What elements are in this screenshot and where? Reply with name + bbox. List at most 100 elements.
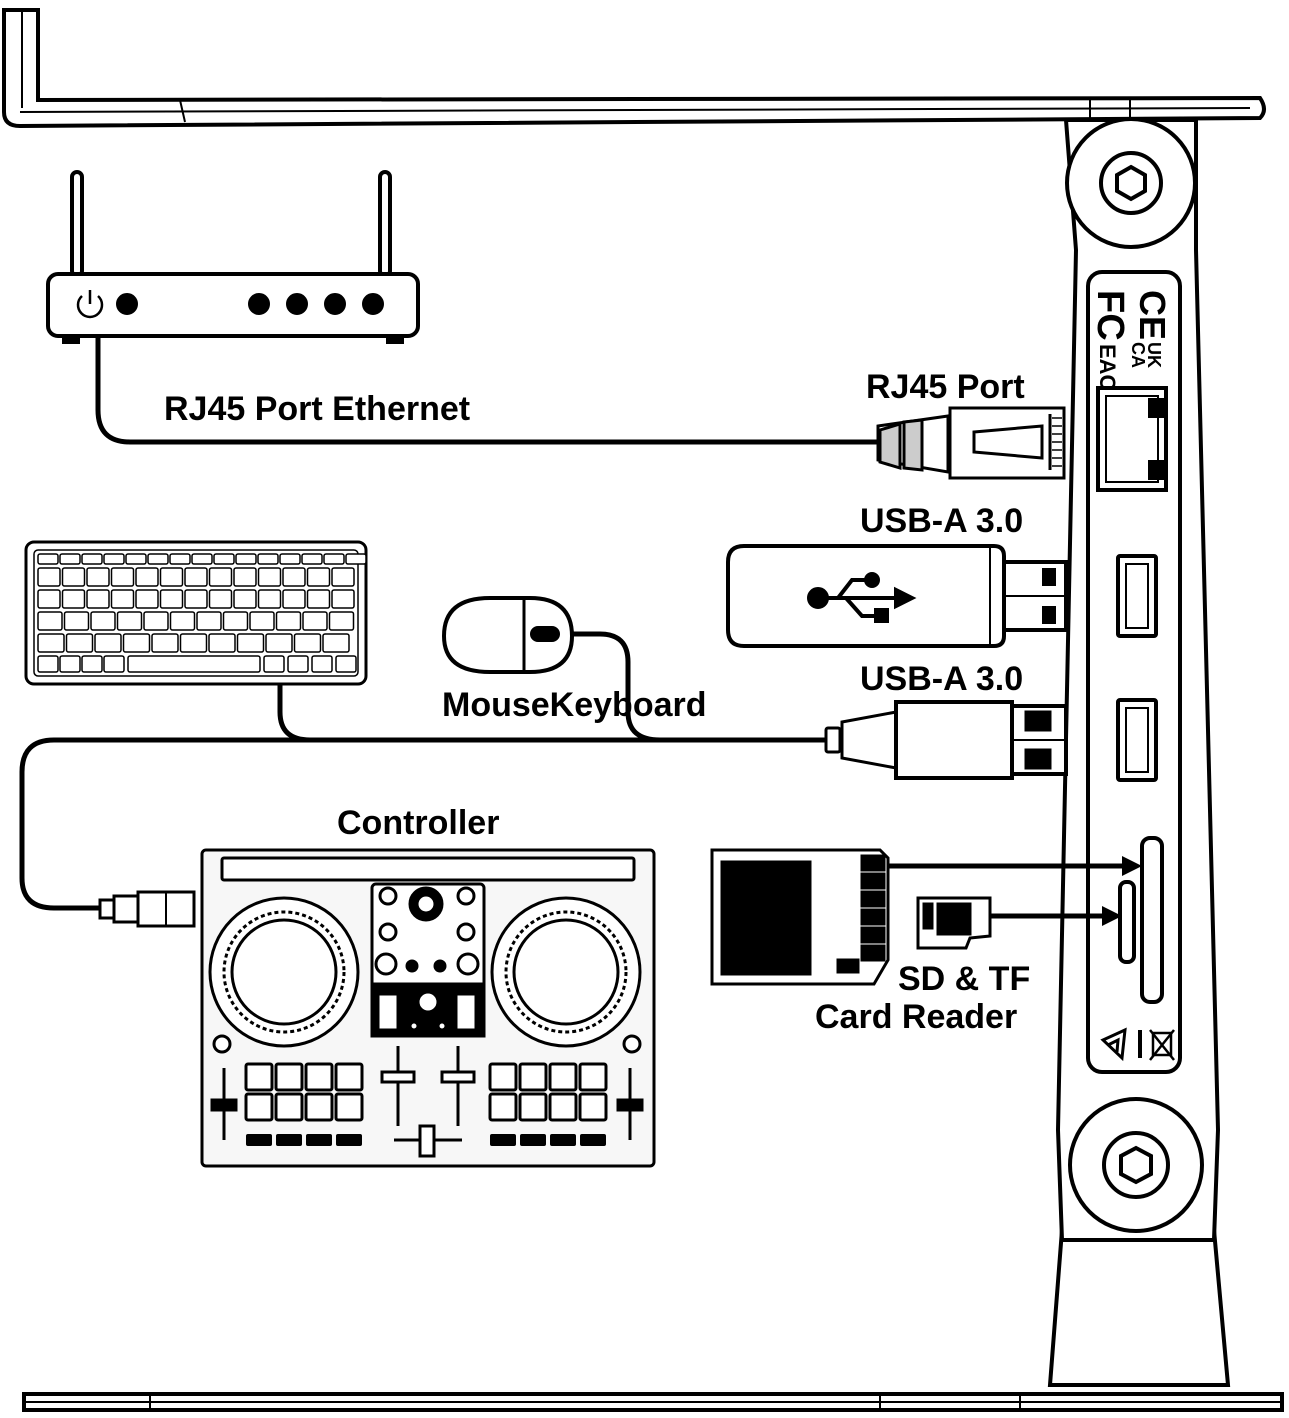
fcc-mark: FC <box>1089 290 1131 341</box>
performance-pad <box>274 1092 304 1122</box>
keyboard-key <box>196 611 222 631</box>
hub-card-slots <box>1118 836 1164 1004</box>
transport-button <box>276 1134 302 1146</box>
keyboard-key <box>37 611 63 631</box>
keyboard-key <box>323 553 345 565</box>
keyboard-key <box>235 553 257 565</box>
performance-pad <box>304 1092 334 1122</box>
top-shelf <box>2 8 1266 129</box>
performance-pad <box>578 1092 608 1122</box>
ukca-mark-uk: UK <box>1144 342 1164 368</box>
keyboard-key <box>208 633 236 653</box>
keyboard-key <box>37 553 59 565</box>
keyboard-key <box>86 567 110 587</box>
ukca-mark-ca: CA <box>1128 342 1148 368</box>
keyboard-key <box>184 589 208 609</box>
keyboard-key <box>151 633 179 653</box>
keyboard-key <box>213 553 235 565</box>
transport-button <box>550 1134 576 1146</box>
performance-pad <box>488 1092 518 1122</box>
performance-pad <box>578 1062 608 1092</box>
weee-bin-icon <box>1149 1029 1175 1061</box>
keyboard-key <box>335 655 357 673</box>
keyboard-key <box>249 611 275 631</box>
rj45-port-label: RJ45 Port <box>866 368 1025 406</box>
keyboard-key <box>59 655 81 673</box>
keyboard-key <box>110 589 135 609</box>
card-reader-label-line1: SD & TF <box>898 960 1031 998</box>
keyboard-key <box>81 655 103 673</box>
dj-controller <box>200 848 656 1168</box>
transport-button <box>580 1134 606 1146</box>
keyboard <box>24 540 368 686</box>
usb-a-label-1: USB-A 3.0 <box>860 502 1024 540</box>
performance-pad <box>274 1062 304 1092</box>
keyboard-key <box>184 567 208 587</box>
keyboard-key <box>331 589 355 609</box>
keyboard-key <box>37 567 61 587</box>
keyboard-key <box>263 655 285 673</box>
keyboard-key <box>282 589 306 609</box>
eac-mark: EAC <box>1095 344 1120 391</box>
mouse-keyboard-label: MouseKeyboard <box>442 686 707 724</box>
keyboard-key <box>302 611 328 631</box>
keyboard-key <box>116 611 143 631</box>
router <box>46 170 420 344</box>
keyboard-key <box>81 553 103 565</box>
keyboard-key <box>257 589 282 609</box>
keyboard-key <box>37 589 61 609</box>
controller-label: Controller <box>337 804 500 842</box>
keyboard-key <box>236 633 265 653</box>
keyboard-key <box>265 633 293 653</box>
performance-pad <box>518 1092 548 1122</box>
performance-pad <box>488 1062 518 1092</box>
transport-button <box>306 1134 332 1146</box>
keyboard-key <box>179 633 208 653</box>
performance-pad <box>304 1062 334 1092</box>
keyboard-key <box>279 553 301 565</box>
keyboard-key <box>61 567 86 587</box>
hub-usb-ports <box>1116 554 1158 782</box>
keyboard-key <box>222 611 249 631</box>
tf-card <box>916 896 992 950</box>
performance-pad <box>548 1062 578 1092</box>
bottom-base <box>22 1392 1284 1412</box>
keyboard-key <box>110 567 135 587</box>
card-arrows <box>888 856 1142 926</box>
keyboard-key <box>37 655 59 673</box>
keyboard-key <box>257 567 282 587</box>
hex-screw-icon <box>1119 1145 1153 1185</box>
performance-pad <box>334 1092 364 1122</box>
performance-pad <box>518 1062 548 1092</box>
keyboard-key <box>331 567 355 587</box>
rj45-plug <box>876 406 1066 480</box>
keyboard-key <box>61 589 86 609</box>
keyboard-key <box>147 553 169 565</box>
recycle-icon <box>1100 1027 1142 1062</box>
keyboard-key <box>37 633 65 653</box>
certification-marks: CE FC UK CA EAC <box>1089 290 1173 391</box>
power-icon <box>76 290 104 319</box>
transport-button <box>490 1134 516 1146</box>
keyboard-key <box>275 611 302 631</box>
hub-rj45-jack <box>1096 386 1168 492</box>
card-reader-label-line2: Card Reader <box>815 998 1018 1036</box>
keyboard-key <box>90 611 116 631</box>
keyboard-key <box>293 633 322 653</box>
transport-button <box>520 1134 546 1146</box>
keyboard-key <box>125 553 147 565</box>
performance-pad <box>334 1062 364 1092</box>
transport-button <box>246 1134 272 1146</box>
keyboard-key <box>287 655 309 673</box>
keyboard-key <box>135 567 159 587</box>
usb-symbol-icon <box>807 572 917 623</box>
keyboard-key <box>103 655 125 673</box>
ethernet-cable <box>95 336 880 445</box>
keyboard-key <box>257 553 279 565</box>
keyboard-key <box>143 611 169 631</box>
usb-a-plug <box>824 700 1068 780</box>
usb-flash-drive <box>726 544 1068 648</box>
keyboard-key <box>65 633 94 653</box>
keyboard-key <box>322 633 350 653</box>
keyboard-key <box>63 611 90 631</box>
